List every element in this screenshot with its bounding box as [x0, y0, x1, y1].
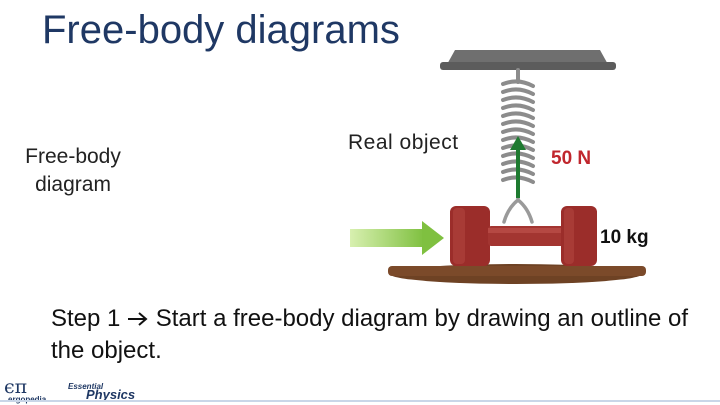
step-number: Step 1	[51, 305, 121, 332]
essential-logo-small: Essential	[68, 382, 104, 391]
push-arrow	[350, 221, 444, 255]
mass-value-label: 10 kg	[600, 227, 649, 248]
slide-title: Free-body diagrams	[42, 8, 400, 52]
dumbbell	[450, 206, 597, 266]
physics-logo-big: Physics	[86, 387, 136, 402]
free-body-diagram-label: Free-body diagram	[25, 145, 121, 196]
ceiling-top	[440, 62, 616, 70]
step-description: Start a free-body diagram by drawing an …	[51, 305, 689, 364]
ergopedia-logo-name: ergopedia	[8, 395, 46, 404]
right-arrow-icon	[128, 312, 148, 326]
footer-divider	[0, 400, 720, 402]
step-instruction: Step 1 Start a free-body diagram by draw…	[51, 303, 691, 367]
floor	[388, 266, 646, 276]
real-object-label: Real object	[348, 131, 459, 154]
spring-hook	[502, 192, 534, 224]
force-value-label: 50 N	[551, 148, 592, 169]
ergopedia-logo-symbol: ϵπ	[4, 376, 28, 398]
spring-force-arrow	[510, 136, 526, 198]
